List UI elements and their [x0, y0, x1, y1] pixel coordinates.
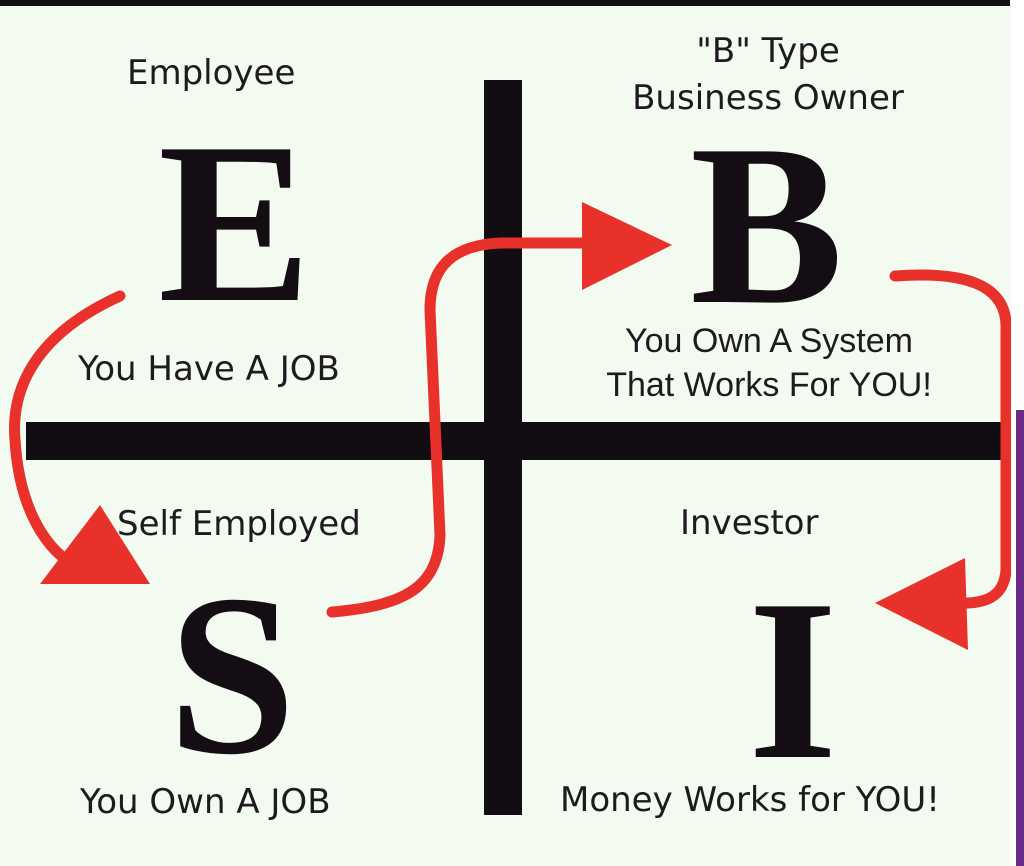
business-owner-caption-line1: You Own A System [625, 322, 913, 360]
investor-caption: Money Works for YOU! [560, 780, 940, 820]
business-owner-letter: B [690, 97, 844, 352]
employee-title: Employee [127, 53, 296, 93]
employee-caption: You Have A JOB [78, 349, 340, 389]
investor-letter: I [748, 552, 838, 807]
self-employed-title: Self Employed [117, 504, 361, 544]
business-owner-title-line1: "B" Type [696, 31, 840, 71]
employee-letter: E [158, 95, 312, 350]
self-employed-letter: S [168, 547, 296, 802]
right-edge-accent [1016, 410, 1024, 866]
business-owner-title-line2: Business Owner [632, 78, 904, 118]
arrow-b-to-i [875, 269, 1012, 650]
self-employed-caption: You Own A JOB [80, 782, 331, 822]
top-border [0, 0, 1010, 6]
arrow-s-to-b [326, 202, 672, 618]
arrow-e-to-s [9, 290, 150, 584]
horizontal-divider [26, 422, 1008, 460]
business-owner-caption-line2: That Works For YOU! [606, 366, 932, 404]
investor-title: Investor [680, 503, 819, 543]
